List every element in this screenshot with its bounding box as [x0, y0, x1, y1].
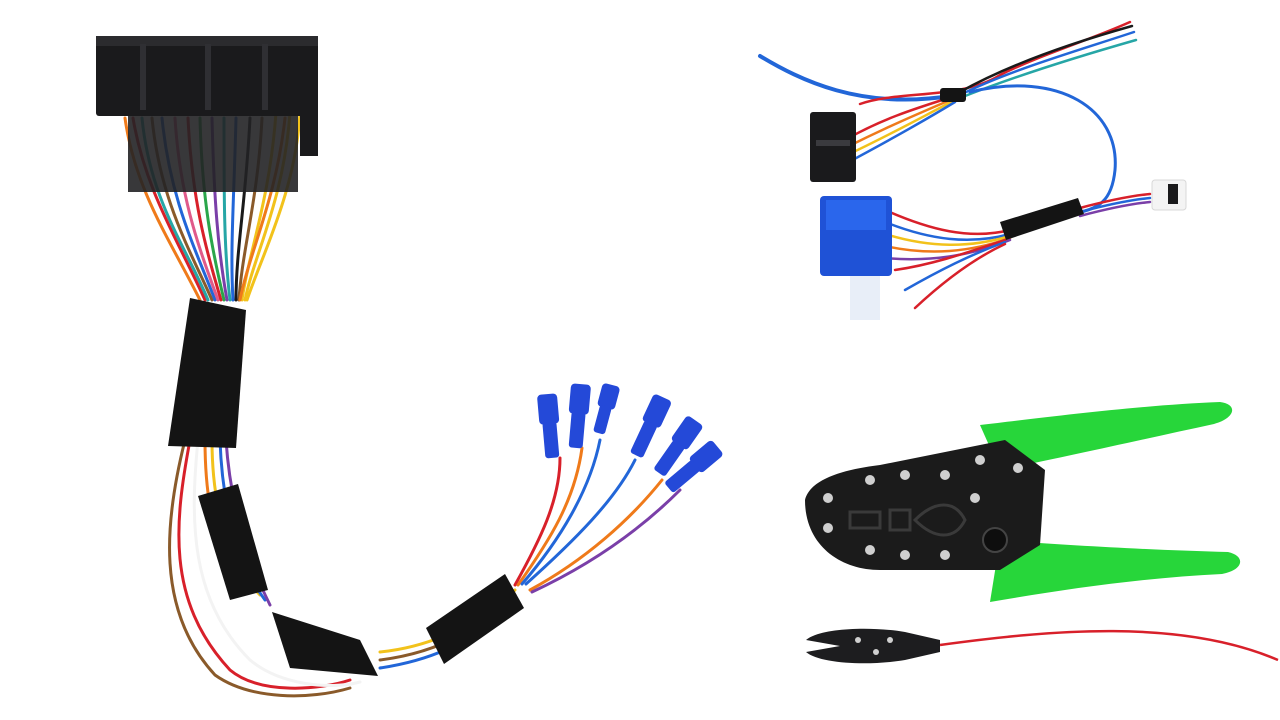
- tape-wrap: [940, 88, 966, 102]
- adapter-wires: [758, 20, 1152, 310]
- cutter-rivets: [855, 637, 893, 655]
- tape-wrap: [426, 574, 524, 664]
- blue-terminal: [537, 393, 560, 459]
- wiring-harness-adapter: [96, 36, 723, 698]
- small-white-connector: [1151, 179, 1187, 211]
- harness-adapter-with-connectors: [758, 20, 1187, 320]
- blue-terminal: [568, 383, 591, 449]
- crimper-body: [805, 440, 1045, 570]
- tape-wrap: [198, 484, 268, 600]
- crimper-rivets: [823, 455, 1023, 560]
- tape-wrap: [168, 298, 246, 448]
- blue-terminal: [665, 440, 723, 493]
- green-handle-lower: [990, 540, 1241, 602]
- blue-terminal: [630, 394, 671, 458]
- small-black-connector: [810, 112, 856, 182]
- blue-spade-terminals: [537, 383, 723, 493]
- cutter-head: [806, 628, 940, 664]
- tape-wrap: [1000, 198, 1084, 240]
- wire-crimping-tool: [805, 402, 1241, 602]
- pivot-bolt: [982, 527, 1008, 553]
- black-multi-pin-connector: [96, 36, 318, 192]
- wire-cutter-pliers: [806, 628, 1279, 664]
- blue-connector: [820, 196, 892, 320]
- blue-terminal: [654, 416, 703, 476]
- red-wire: [939, 629, 1279, 662]
- tape-wrap: [272, 612, 378, 676]
- green-handle-upper: [980, 402, 1233, 470]
- electrical-tape-wraps: [168, 298, 524, 676]
- blue-terminal: [593, 383, 620, 435]
- harness-wire-fanout: [378, 438, 682, 670]
- crimper-jaws: [848, 503, 967, 537]
